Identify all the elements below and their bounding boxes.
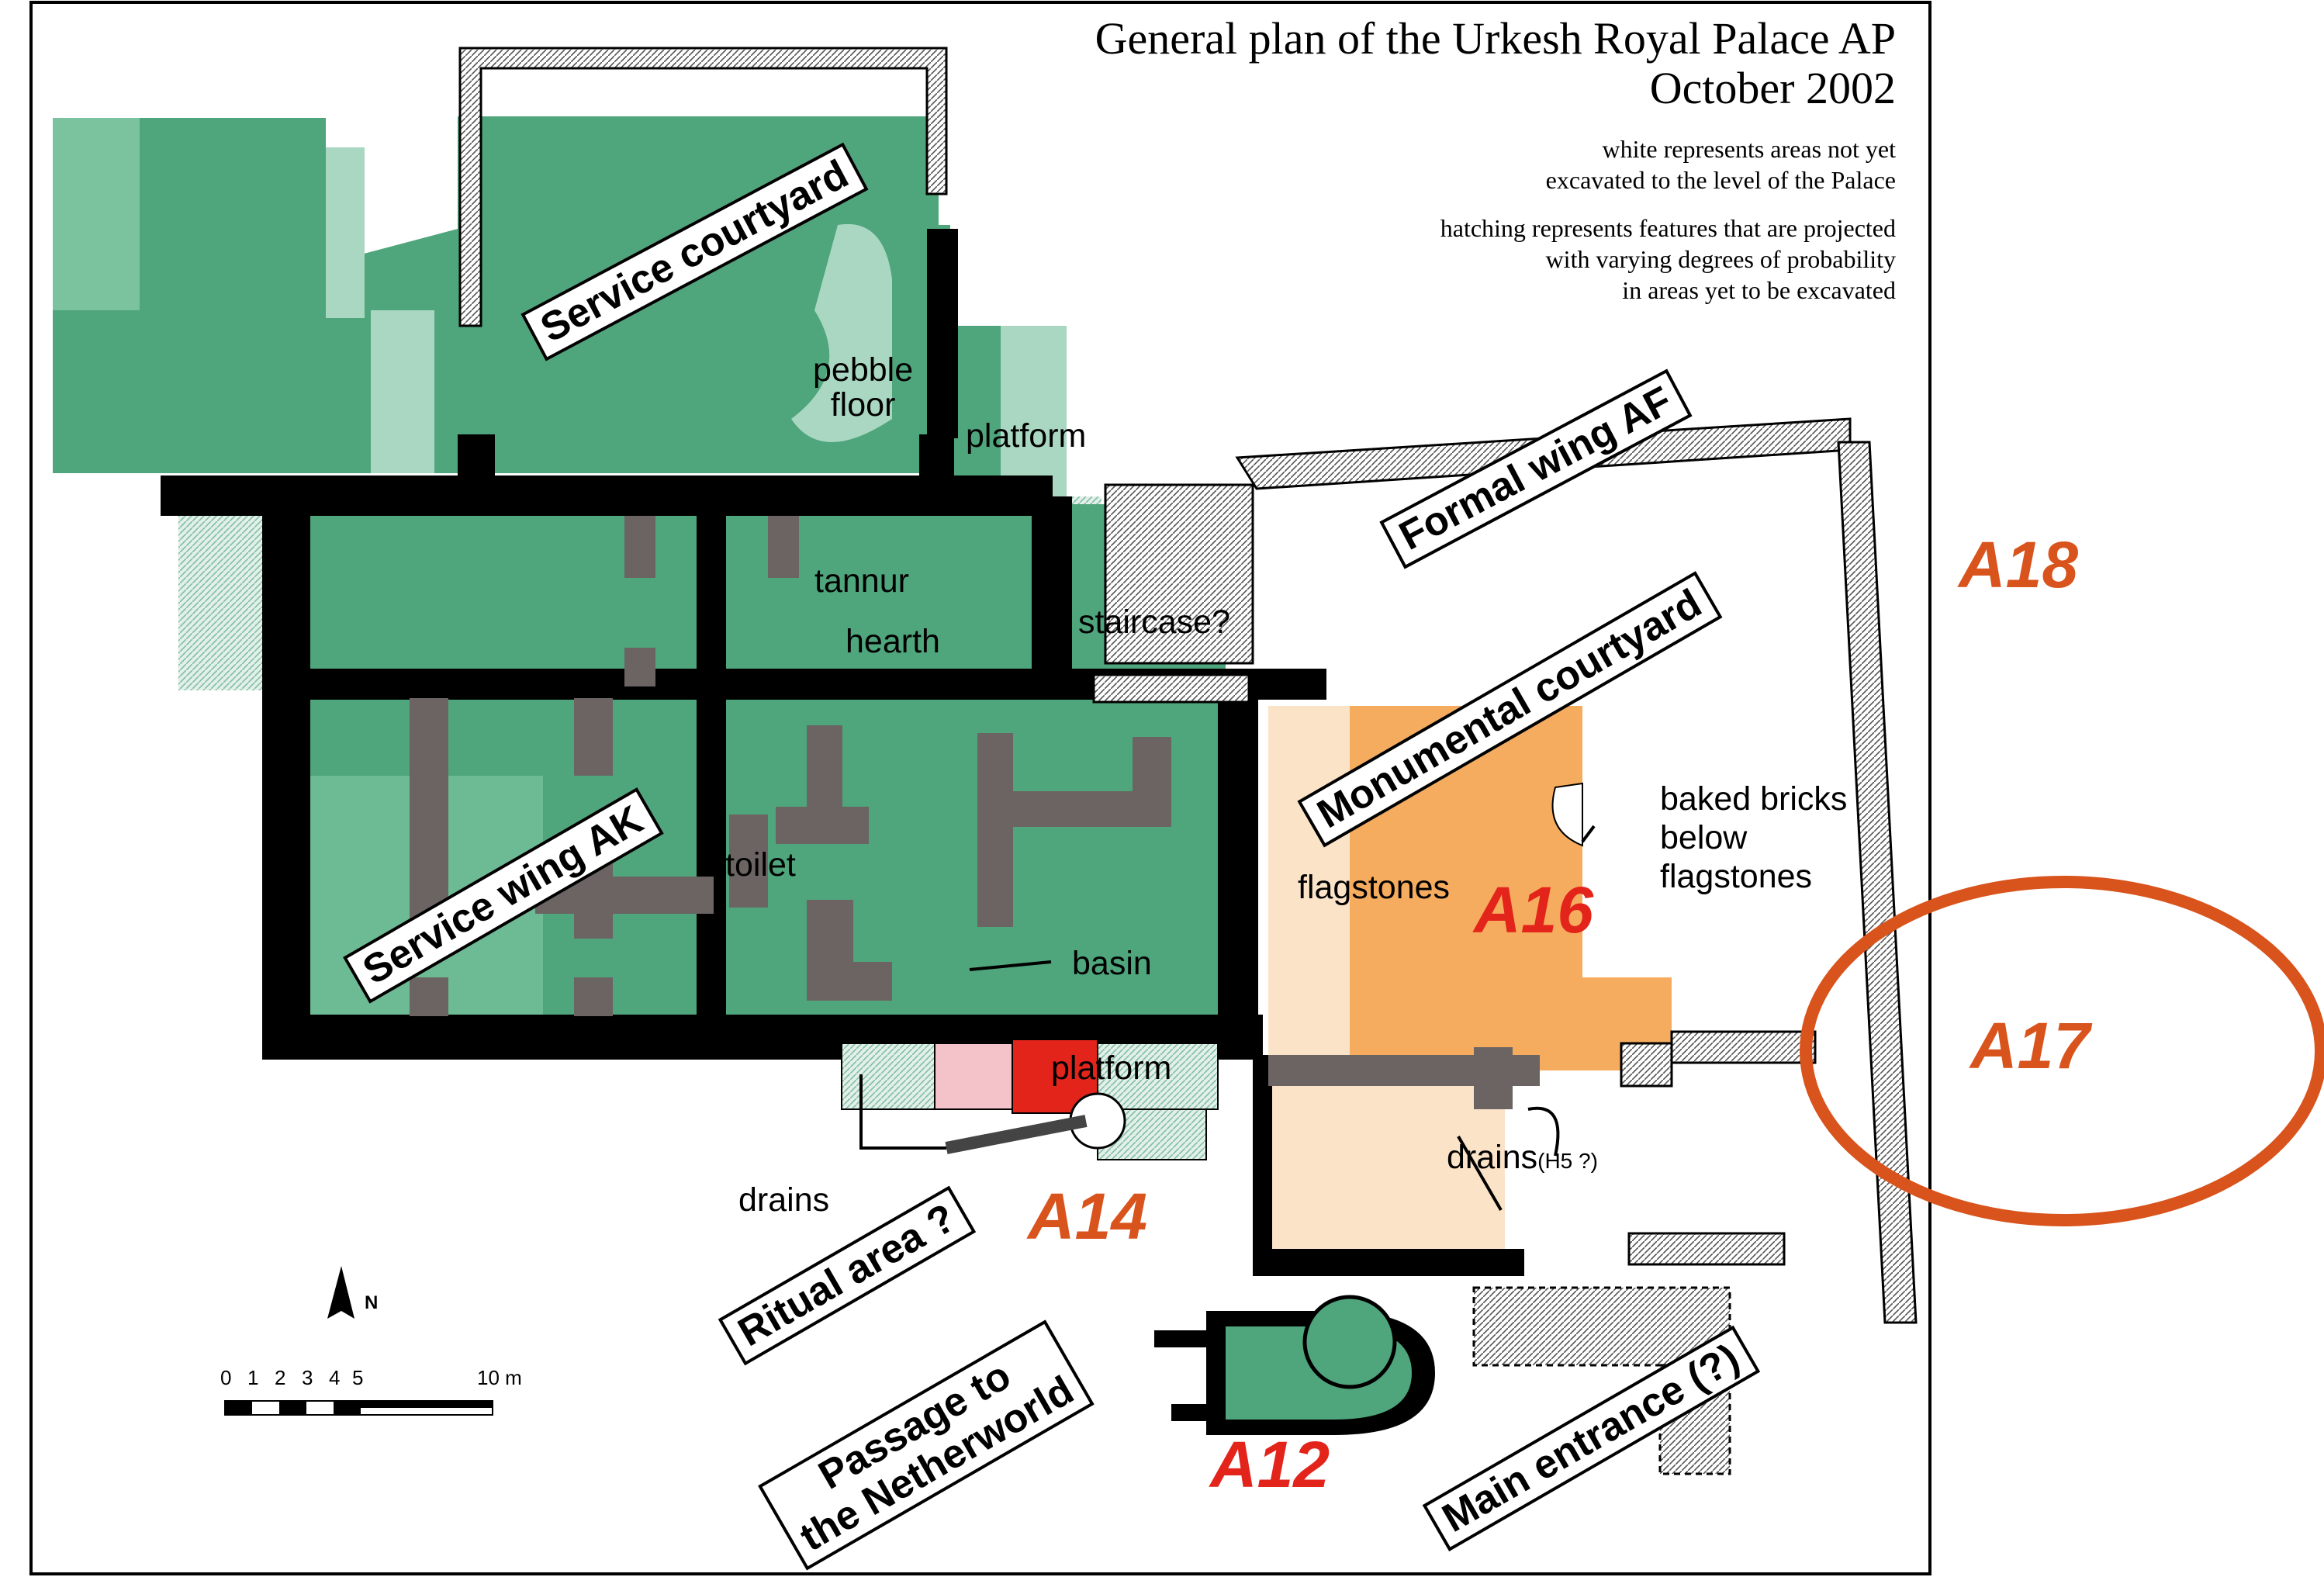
- a16-label: A16: [1474, 873, 1594, 946]
- north-label: N: [365, 1292, 379, 1313]
- drains-h5-note: (H5 ?): [1537, 1149, 1598, 1173]
- basin-label: basin: [1072, 945, 1152, 982]
- baked-line2: below: [1660, 819, 1748, 856]
- platform-bottom-label: platform: [1051, 1050, 1172, 1087]
- baked-line1: baked bricks: [1660, 780, 1848, 818]
- walls: [161, 229, 1326, 1060]
- map-title-line1: General plan of the Urkesh Royal Palace …: [1095, 13, 1896, 64]
- tannur-label: tannur: [814, 562, 909, 600]
- a14-label: A14: [1028, 1180, 1148, 1253]
- annotation-arrows: [859, 825, 1596, 1212]
- a12-label: A12: [1210, 1428, 1330, 1501]
- flagstones-label: flagstones: [1298, 869, 1451, 906]
- map-frame: [29, 1, 1931, 1575]
- pebble-line2: floor: [830, 386, 896, 424]
- formal-walls-grey: [1268, 1047, 1540, 1109]
- drains-left-label: drains: [738, 1181, 830, 1219]
- a17-label: A17: [1970, 1009, 2091, 1082]
- north-arrow-icon: [327, 1266, 354, 1319]
- a17-highlight-ring: [1800, 876, 2324, 1226]
- drains-right-text: drains: [1447, 1139, 1538, 1176]
- legend-notes: white represents areas not yet excavated…: [1440, 133, 1896, 306]
- legend-hatch-2: with varying degrees of probability: [1545, 245, 1896, 273]
- piers: [410, 516, 1171, 1016]
- legend-hatch-3: in areas yet to be excavated: [1622, 276, 1896, 304]
- drains-right-label: drains(H5 ?): [1447, 1140, 1598, 1175]
- platform-top-label: platform: [966, 417, 1087, 455]
- legend-white-1: white represents areas not yet: [1602, 135, 1896, 163]
- staircase-label: staircase?: [1078, 603, 1230, 641]
- platform-ritual-area: [841, 1039, 1219, 1160]
- scale-end-label: 10 m: [477, 1366, 522, 1389]
- courtyard-wall: [458, 47, 948, 327]
- toilet-label: toilet: [725, 846, 796, 884]
- map-title: General plan of the Urkesh Royal Palace …: [1095, 14, 1896, 113]
- hearth-label: hearth: [846, 623, 940, 660]
- scale-tick-2: 2: [275, 1366, 286, 1389]
- scale-tick-0: 0: [220, 1366, 232, 1389]
- a18-label: A18: [1959, 528, 2079, 601]
- map-title-line2: October 2002: [1649, 63, 1896, 113]
- scale-tick-5: 5: [352, 1366, 364, 1389]
- scale-tick-4: 4: [329, 1366, 341, 1389]
- formal-wing-area: [1257, 706, 1672, 1264]
- baked-line3: flagstones: [1660, 858, 1813, 895]
- legend-hatch-1: hatching represents features that are pr…: [1440, 214, 1896, 242]
- pebble-line1: pebble: [813, 351, 914, 389]
- scale-tick-1: 1: [247, 1366, 259, 1389]
- pebble-floor-label: pebble floor: [813, 351, 914, 424]
- scale-bar: [224, 1400, 493, 1416]
- baked-bricks-label: baked bricks below flagstones: [1660, 780, 1847, 896]
- formal-walls: [1253, 1055, 1524, 1276]
- legend-white-2: excavated to the level of the Palace: [1545, 166, 1896, 194]
- passage-structure: [1154, 1295, 1435, 1435]
- scale-tick-3: 3: [302, 1366, 313, 1389]
